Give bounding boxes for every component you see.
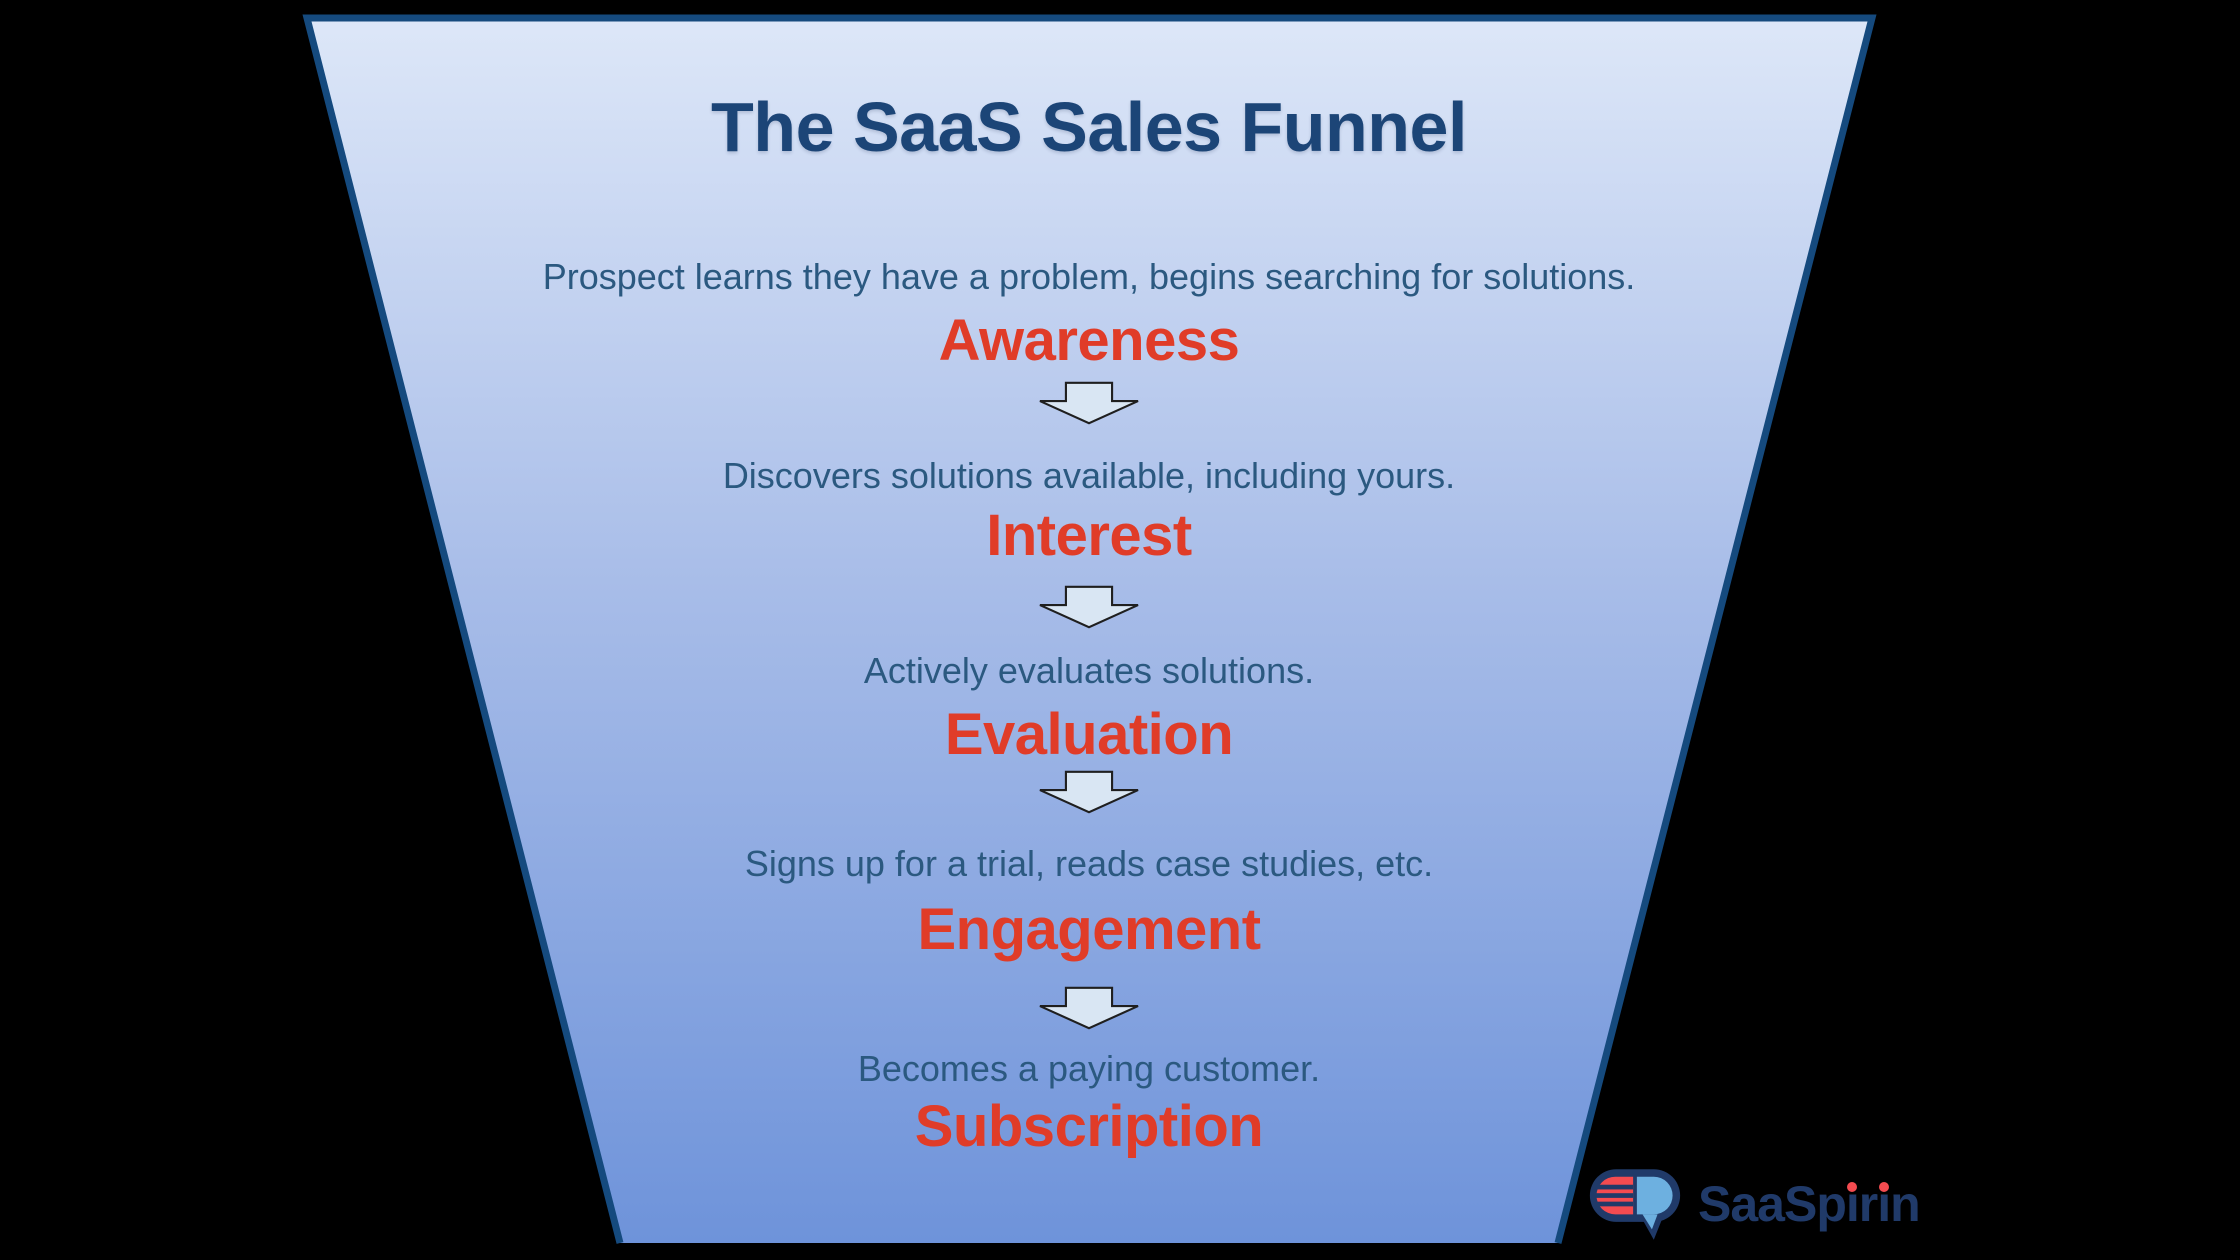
logo-wordmark: SaaSpırın bbox=[1698, 1176, 1921, 1232]
stage-label-evaluation: Evaluation bbox=[944, 702, 1234, 767]
down-arrow-icon bbox=[1039, 986, 1139, 1030]
stage-description-awareness: Prospect learns they have a problem, beg… bbox=[542, 256, 1636, 297]
stage-label-subscription: Subscription bbox=[914, 1094, 1264, 1159]
down-arrow-icon bbox=[1039, 585, 1139, 629]
stage-description-engagement: Signs up for a trial, reads case studies… bbox=[744, 843, 1434, 884]
logo-text-segment: SaaSp bbox=[1698, 1176, 1847, 1232]
stage-label-interest: Interest bbox=[986, 503, 1192, 568]
saaspirin-logo: SaaSpırın bbox=[1588, 1166, 1921, 1242]
logo-dotted-i: ı bbox=[1877, 1176, 1891, 1232]
logo-text-segment: n bbox=[1890, 1176, 1921, 1232]
stage-description-subscription: Becomes a paying customer. bbox=[857, 1048, 1321, 1089]
stage-description-interest: Discovers solutions available, including… bbox=[722, 455, 1456, 496]
stage-label-engagement: Engagement bbox=[917, 897, 1261, 962]
logo-text-segment: r bbox=[1858, 1176, 1878, 1232]
logo-dotted-i: ı bbox=[1845, 1176, 1860, 1232]
down-arrow-icon bbox=[1039, 770, 1139, 814]
page-title: The SaaS Sales Funnel bbox=[711, 88, 1467, 166]
stage-description-evaluation: Actively evaluates solutions. bbox=[863, 650, 1315, 691]
down-arrow-icon bbox=[1039, 381, 1139, 425]
pill-speech-bubble-icon bbox=[1589, 1169, 1681, 1240]
stage-label-awareness: Awareness bbox=[938, 308, 1240, 373]
